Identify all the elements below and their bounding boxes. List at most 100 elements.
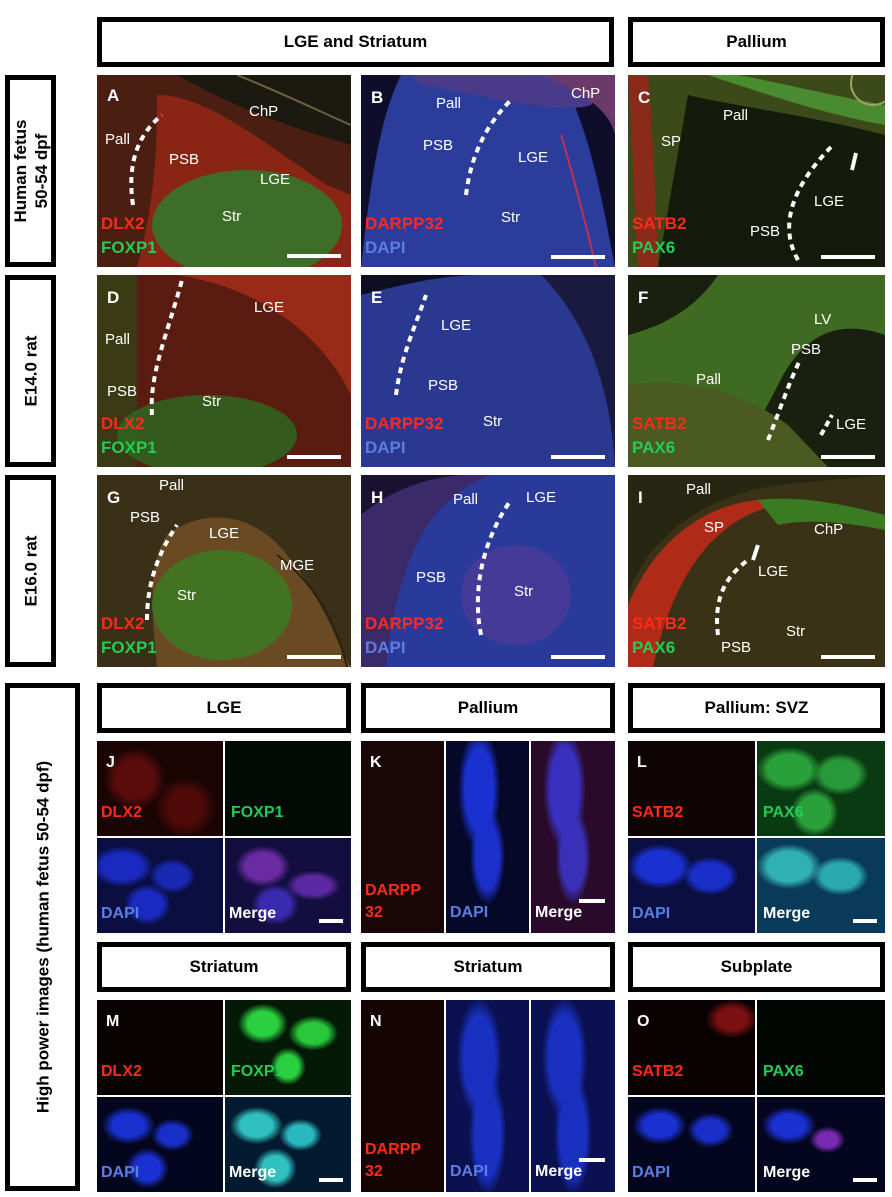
label-lge: LGE (209, 525, 240, 542)
label-pall: Pall (159, 477, 185, 494)
tile-pax6: PAX6 (757, 1000, 885, 1095)
tile-foxp1: FOXP1 (225, 741, 351, 836)
tile-merge: Merge (757, 1097, 885, 1192)
label-lge: LGE (814, 193, 845, 210)
scale-bar (579, 1158, 605, 1162)
row-label: E16.0 rat (20, 535, 40, 607)
tile-dlx2: J DLX2 (97, 741, 223, 836)
marker-foxp1: FOXP1 (231, 804, 284, 821)
header-pallium-hp: Pallium (361, 683, 615, 733)
panel-letter: F (638, 288, 649, 307)
label-pall: Pall (723, 107, 749, 124)
panel-f-image (628, 275, 885, 467)
marker-pax6: PAX6 (763, 804, 804, 821)
tile-dapi: DAPI (446, 741, 529, 933)
scale-bar (287, 254, 341, 258)
tile-merge: Merge (531, 741, 615, 933)
row-header-e16: E16.0 rat (5, 475, 56, 667)
panel-letter: M (106, 1013, 120, 1030)
marker-merge: Merge (763, 1164, 811, 1181)
row-header-e14: E14.0 rat (5, 275, 56, 467)
panel-i-image (628, 475, 885, 667)
panel-letter: L (637, 754, 647, 771)
scale-bar (853, 1178, 877, 1182)
panel-letter: O (637, 1013, 650, 1030)
marker-dlx2: DLX2 (101, 1063, 142, 1080)
tile-satb2: O SATB2 (628, 1000, 755, 1095)
panel-e-image (361, 275, 615, 467)
panel-letter: E (371, 288, 383, 307)
label-lge: LGE (758, 563, 789, 580)
marker-foxp1: FOXP1 (231, 1063, 284, 1080)
marker-merge: Merge (229, 905, 277, 922)
label-psb: PSB (169, 151, 200, 168)
tile-darpp32: N DARPP 32 (361, 1000, 444, 1192)
marker-satb2: SATB2 (632, 414, 687, 433)
marker-foxp1: FOXP1 (101, 438, 157, 457)
label-str: Str (202, 393, 222, 410)
panel-letter: G (107, 488, 121, 507)
panel-letter: B (371, 88, 384, 107)
header-striatum-1: Striatum (97, 942, 351, 992)
header-striatum-2: Striatum (361, 942, 615, 992)
panel-letter: N (370, 1013, 382, 1030)
panel-letter: D (107, 288, 120, 307)
scale-bar (853, 919, 877, 923)
label-pall: Pall (696, 371, 722, 388)
label-psb: PSB (750, 223, 781, 240)
label-pall: Pall (686, 481, 712, 498)
header-lge-hp: LGE (97, 683, 351, 733)
tile-darpp32: K DARPP 32 (361, 741, 444, 933)
label-chp: ChP (814, 521, 844, 538)
tile-dapi: DAPI (446, 1000, 529, 1192)
panel-letter: C (638, 88, 651, 107)
header-label: Pallium: SVZ (704, 698, 809, 717)
header-lge-striatum: LGE and Striatum (97, 17, 614, 67)
marker-satb2: SATB2 (632, 614, 687, 633)
scale-bar (821, 655, 875, 659)
tile-dlx2: M DLX2 (97, 1000, 223, 1095)
panel-k: K DARPP 32 DAPI Merge (361, 741, 615, 933)
label-psb: PSB (423, 137, 454, 154)
marker-merge: Merge (535, 1163, 583, 1180)
label-lge: LGE (518, 149, 549, 166)
label-lge: LGE (260, 171, 291, 188)
header-label: Striatum (189, 957, 259, 976)
label-psb: PSB (721, 639, 752, 656)
row-label: E14.0 rat (20, 335, 40, 407)
tile-merge: Merge (531, 1000, 615, 1192)
scale-bar (319, 919, 343, 923)
marker-pax6: PAX6 (763, 1063, 804, 1080)
marker-satb2: SATB2 (632, 214, 687, 233)
panel-g: G Pall PSB LGE MGE Str DLX2 FOXP1 (97, 475, 351, 667)
header-label: LGE (206, 698, 242, 717)
panel-d-image (97, 275, 351, 467)
marker-satb2: SATB2 (632, 804, 684, 821)
tile-dapi: DAPI (628, 1097, 755, 1192)
marker-dapi: DAPI (632, 905, 671, 922)
row-label: High power images (human fetus 50-54 dpf… (32, 760, 52, 1114)
header-label: Pallium (457, 698, 519, 717)
label-psb: PSB (130, 509, 161, 526)
label-chp: ChP (249, 103, 279, 120)
marker-foxp1: FOXP1 (101, 238, 157, 257)
scale-bar (287, 655, 341, 659)
scale-bar (821, 255, 875, 259)
header-label: Striatum (453, 957, 523, 976)
label-str: Str (222, 208, 242, 225)
header-subplate: Subplate (628, 942, 885, 992)
label-lge: LGE (526, 489, 557, 506)
panel-a-image (97, 75, 351, 267)
label-pall: Pall (436, 95, 462, 112)
marker-dlx2: DLX2 (101, 614, 145, 633)
label-pall: Pall (453, 491, 479, 508)
tile-satb2: L SATB2 (628, 741, 755, 836)
marker-dapi: DAPI (101, 1164, 140, 1181)
tile-merge: Merge (225, 838, 351, 933)
row-header-high-power: High power images (human fetus 50-54 dpf… (5, 683, 80, 1191)
marker-dapi: DAPI (450, 1163, 489, 1180)
marker-merge: Merge (763, 905, 811, 922)
panel-letter: I (638, 488, 643, 507)
